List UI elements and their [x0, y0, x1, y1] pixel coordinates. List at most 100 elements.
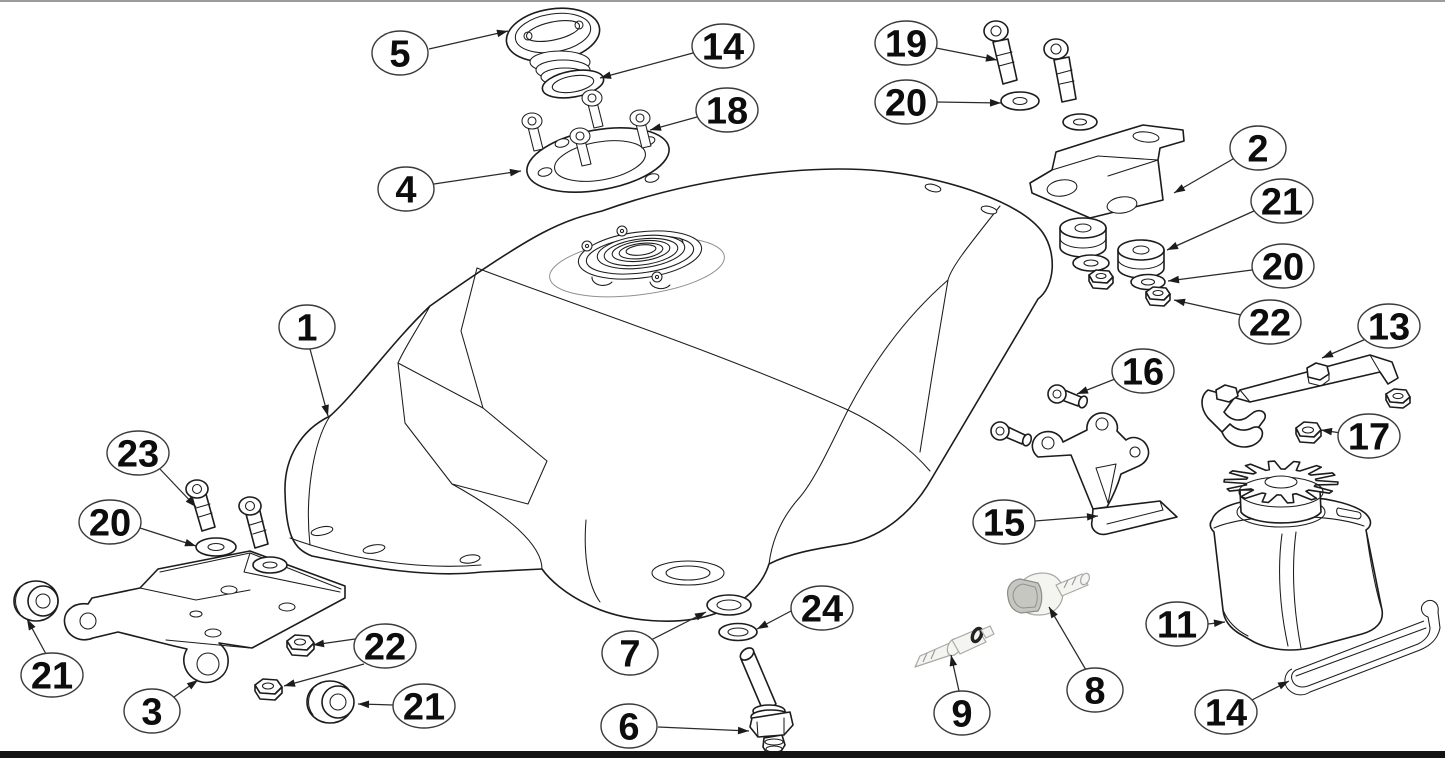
callout-number: 18: [706, 91, 748, 133]
bolt-23a-drawing: [185, 479, 216, 532]
callout-22-left[interactable]: 22: [283, 623, 417, 687]
callout-arrowhead: [1174, 184, 1186, 193]
callout-number: 1: [296, 308, 317, 350]
washer-24-drawing: [718, 622, 758, 642]
callout-bubble[interactable]: [933, 690, 991, 736]
callout-11[interactable]: 11: [1145, 601, 1226, 647]
callout-arrowhead: [1277, 681, 1289, 690]
callout-bubble[interactable]: [78, 499, 142, 545]
callout-bubble[interactable]: [371, 30, 429, 76]
callout-13[interactable]: 13: [1321, 303, 1421, 359]
callout-bubble[interactable]: [1238, 299, 1302, 345]
grommet-21c-drawing: [13, 580, 59, 622]
callout-16[interactable]: 16: [1076, 348, 1175, 395]
callout-bubble[interactable]: [874, 20, 938, 66]
callout-arrowhead: [757, 620, 769, 629]
callout-6[interactable]: 6: [600, 703, 750, 749]
callout-20-left[interactable]: 20: [78, 499, 197, 547]
callout-bubble[interactable]: [1251, 243, 1315, 289]
callout-arrowhead: [358, 700, 370, 709]
callout-arrowhead: [1086, 513, 1098, 521]
callout-17[interactable]: 17: [1320, 413, 1401, 459]
callout-8[interactable]: 8: [1048, 606, 1124, 713]
female-connector-drawing: [1006, 572, 1091, 616]
nut-22c-drawing: [286, 634, 315, 657]
callout-arrowhead: [313, 639, 325, 648]
callout-arrowhead: [185, 496, 196, 507]
callout-15[interactable]: 15: [972, 499, 1099, 545]
callout-bubble[interactable]: [601, 630, 659, 676]
callout-21-left[interactable]: 21: [20, 618, 84, 698]
callout-number: 8: [1084, 671, 1105, 713]
callout-bubble[interactable]: [1357, 303, 1421, 349]
callout-24[interactable]: 24: [756, 585, 854, 631]
callout-arrowhead: [985, 54, 997, 62]
callout-3[interactable]: 3: [123, 679, 199, 734]
callout-bubble[interactable]: [106, 430, 170, 476]
callout-bubble[interactable]: [1229, 125, 1287, 171]
callout-20-right[interactable]: 20: [1167, 243, 1315, 289]
callout-number: 16: [1122, 352, 1164, 394]
callout-bubble[interactable]: [1194, 689, 1258, 735]
callout-20-top[interactable]: 20: [874, 79, 1002, 125]
callout-leader-line: [599, 52, 694, 79]
callout-bubble[interactable]: [1337, 413, 1401, 459]
callout-number: 2: [1247, 129, 1268, 171]
callout-number: 13: [1368, 307, 1410, 349]
callout-bubble[interactable]: [600, 703, 658, 749]
washer-20b-drawing: [1062, 113, 1098, 131]
callout-bubble[interactable]: [1145, 601, 1209, 647]
callout-bubble[interactable]: [972, 499, 1036, 545]
callout-14-top[interactable]: 14: [599, 23, 755, 79]
callout-4[interactable]: 4: [377, 166, 522, 212]
callout-bubble[interactable]: [20, 652, 84, 698]
filler-flange-drawing: [521, 89, 670, 193]
callout-bubble[interactable]: [691, 23, 755, 69]
callout-5[interactable]: 5: [371, 29, 509, 76]
callout-bubble[interactable]: [392, 683, 456, 729]
callout-1[interactable]: 1: [278, 304, 336, 417]
callout-number: 11: [1157, 605, 1197, 647]
gear-cap-drawing: [1223, 460, 1339, 508]
washer-20d-drawing: [1130, 273, 1166, 291]
callout-14-bottom[interactable]: 14: [1194, 680, 1290, 735]
nut-22a-drawing: [1088, 269, 1114, 290]
callout-arrowhead: [1174, 298, 1186, 307]
nut-17-drawing: [1295, 421, 1322, 444]
callout-bubble[interactable]: [278, 304, 336, 350]
callout-2[interactable]: 2: [1173, 125, 1287, 194]
callout-bubble[interactable]: [874, 79, 938, 125]
bolt-19b-drawing: [1043, 38, 1077, 103]
grommet-21b-drawing: [1117, 239, 1165, 279]
callout-bubble[interactable]: [1066, 667, 1124, 713]
callout-bubble[interactable]: [377, 166, 435, 212]
callout-18[interactable]: 18: [649, 87, 759, 133]
callout-number: 23: [117, 434, 159, 476]
callout-bubble[interactable]: [790, 585, 854, 631]
callout-arrowhead: [1167, 242, 1179, 250]
callout-bubble[interactable]: [1111, 348, 1175, 394]
callout-bubble[interactable]: [1250, 178, 1314, 224]
callout-bubble[interactable]: [695, 87, 759, 133]
callout-arrowhead: [694, 612, 706, 621]
callout-bubble[interactable]: [123, 688, 181, 734]
callout-arrowhead: [1077, 386, 1089, 394]
callout-number: 17: [1348, 417, 1390, 459]
reservoir-box-drawing: [1209, 489, 1384, 651]
callout-number: 20: [89, 503, 131, 545]
callout-21-right[interactable]: 21: [1166, 178, 1314, 251]
callout-7[interactable]: 7: [601, 611, 707, 676]
callout-9[interactable]: 9: [933, 654, 991, 736]
callout-22-right[interactable]: 22: [1173, 298, 1302, 345]
callout-number: 21: [31, 656, 73, 698]
bracket-2-drawing: [1029, 124, 1185, 219]
callout-leader-line: [283, 663, 365, 687]
washer-20c-drawing: [1072, 254, 1110, 272]
bracket-15-drawing: [1031, 412, 1178, 536]
callout-23[interactable]: 23: [106, 430, 197, 508]
callout-number: 7: [619, 634, 640, 676]
callout-19[interactable]: 19: [874, 20, 998, 66]
callout-21-bottom[interactable]: 21: [357, 683, 456, 729]
callout-number: 14: [1205, 693, 1247, 735]
callout-bubble[interactable]: [353, 623, 417, 669]
